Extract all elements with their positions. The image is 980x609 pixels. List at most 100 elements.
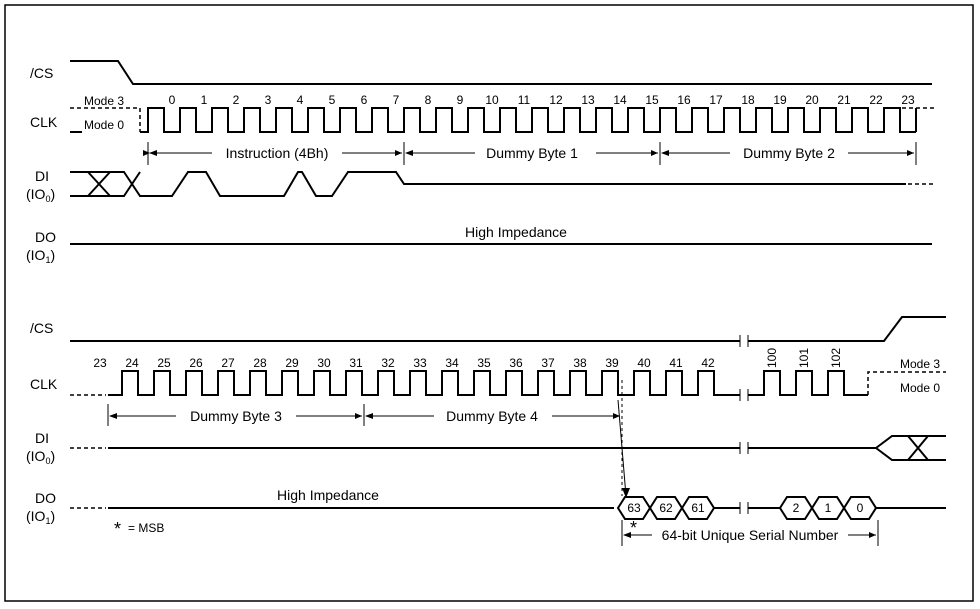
- high-impedance-bottom: High Impedance: [277, 487, 379, 503]
- mode0-label-bottom: Mode 0: [900, 381, 940, 395]
- do-msb-bit-62: 62: [659, 501, 673, 515]
- do-io-label-top: (IO1): [26, 247, 55, 265]
- di-break: [739, 442, 749, 454]
- clock-number-9: 9: [457, 93, 464, 107]
- clk-waveform-top: [140, 107, 917, 133]
- clock-number-32: 32: [381, 356, 395, 370]
- arrowhead: [405, 150, 413, 156]
- clock-number-1: 1: [201, 93, 208, 107]
- clock-number-4: 4: [297, 93, 304, 107]
- clock-number-18: 18: [741, 93, 755, 107]
- clock-number-42: 42: [701, 356, 715, 370]
- di-label-bottom: DI: [35, 430, 49, 446]
- clock-number-100: 100: [765, 348, 779, 368]
- serial-label: 64-bit Unique Serial Number: [662, 527, 839, 543]
- clock-number-23: 23: [93, 356, 107, 370]
- mode0-label-top: Mode 0: [84, 118, 124, 132]
- clock-number-34: 34: [445, 356, 459, 370]
- di-waveform-top: [70, 171, 906, 197]
- clock-number-29: 29: [285, 356, 299, 370]
- arrowhead: [622, 488, 630, 498]
- arrowhead: [109, 413, 117, 419]
- clock-number-36: 36: [509, 356, 523, 370]
- do-lsb-bit-0: 0: [857, 501, 864, 515]
- clock-number-38: 38: [573, 356, 587, 370]
- clock-number-15: 15: [645, 93, 659, 107]
- cs-label-top: /CS: [30, 65, 53, 81]
- clk-break: [739, 389, 749, 401]
- do-label-bottom: DO: [35, 490, 56, 506]
- clock-number-21: 21: [837, 93, 851, 107]
- clock-number-35: 35: [477, 356, 491, 370]
- clock-number-25: 25: [157, 356, 171, 370]
- dummy1-label: Dummy Byte 1: [486, 145, 578, 161]
- dummy3-label: Dummy Byte 3: [190, 408, 282, 424]
- clock-number-41: 41: [669, 356, 683, 370]
- di-label-top: DI: [35, 168, 49, 184]
- di-io-label-top: (IO0): [26, 186, 55, 204]
- clock-number-14: 14: [613, 93, 627, 107]
- do-io-label-bottom: (IO1): [26, 508, 55, 526]
- di-lower-top: [70, 171, 141, 197]
- clk-waveform-tail: [748, 370, 868, 396]
- clock-number-17: 17: [709, 93, 723, 107]
- clock-number-40: 40: [637, 356, 651, 370]
- clock-number-8: 8: [425, 93, 432, 107]
- do-lsb-bit-1: 1: [825, 501, 832, 515]
- clock-number-30: 30: [317, 356, 331, 370]
- do-lsb-bit-2: 2: [793, 501, 800, 515]
- msb-note: = MSB: [128, 521, 164, 535]
- clock-number-7: 7: [393, 93, 400, 107]
- arrowhead: [623, 532, 631, 538]
- cs-waveform-bottom: [70, 316, 946, 342]
- arrowhead: [365, 413, 373, 419]
- clock-number-6: 6: [361, 93, 368, 107]
- clock-number-10: 10: [485, 93, 499, 107]
- mode3-label-bottom: Mode 3: [900, 357, 940, 371]
- clk-mode3-idle-top: [70, 107, 141, 132]
- clock-number-20: 20: [805, 93, 819, 107]
- dummy4-label: Dummy Byte 4: [446, 408, 538, 424]
- clock-number-19: 19: [773, 93, 787, 107]
- di-dontcare-top: [87, 171, 111, 197]
- clock-number-3: 3: [265, 93, 272, 107]
- clock-number-13: 13: [581, 93, 595, 107]
- clock-number-37: 37: [541, 356, 555, 370]
- clock-number-26: 26: [189, 356, 203, 370]
- di-io-label-bottom: (IO0): [26, 448, 55, 466]
- clock-number-28: 28: [253, 356, 267, 370]
- clock-number-33: 33: [413, 356, 427, 370]
- clock-number-24: 24: [125, 356, 139, 370]
- clock-number-2: 2: [233, 93, 240, 107]
- dummy2-label: Dummy Byte 2: [743, 145, 835, 161]
- cs-label-bottom: /CS: [30, 320, 53, 336]
- do-break: [739, 502, 749, 514]
- di-dontcare-bottom: [907, 435, 929, 461]
- do-msb-bit-63: 63: [627, 501, 641, 515]
- msb-star-note: *: [114, 519, 121, 539]
- msb-star: *: [630, 518, 637, 538]
- clock-number-23: 23: [901, 93, 915, 107]
- arrowhead: [149, 150, 157, 156]
- clock-number-27: 27: [221, 356, 235, 370]
- arrowhead: [661, 150, 669, 156]
- clock-number-102: 102: [829, 348, 843, 368]
- clock-number-39: 39: [605, 356, 619, 370]
- high-impedance-top: High Impedance: [465, 224, 567, 240]
- clock-number-22: 22: [869, 93, 883, 107]
- do-label-top: DO: [35, 229, 56, 245]
- clock-number-11: 11: [518, 93, 531, 107]
- clk-label-bottom: CLK: [30, 376, 58, 392]
- cs-break: [739, 335, 749, 347]
- do-bits-right: 2 1 0: [778, 496, 878, 520]
- do-msb-bit-61: 61: [691, 501, 705, 515]
- clock-number-12: 12: [549, 93, 563, 107]
- diagram-frame: [4, 4, 974, 602]
- mode3-label-top: Mode 3: [84, 94, 124, 108]
- cs-waveform-top: [70, 60, 932, 85]
- do-bits-left: 63 62 61: [616, 496, 716, 520]
